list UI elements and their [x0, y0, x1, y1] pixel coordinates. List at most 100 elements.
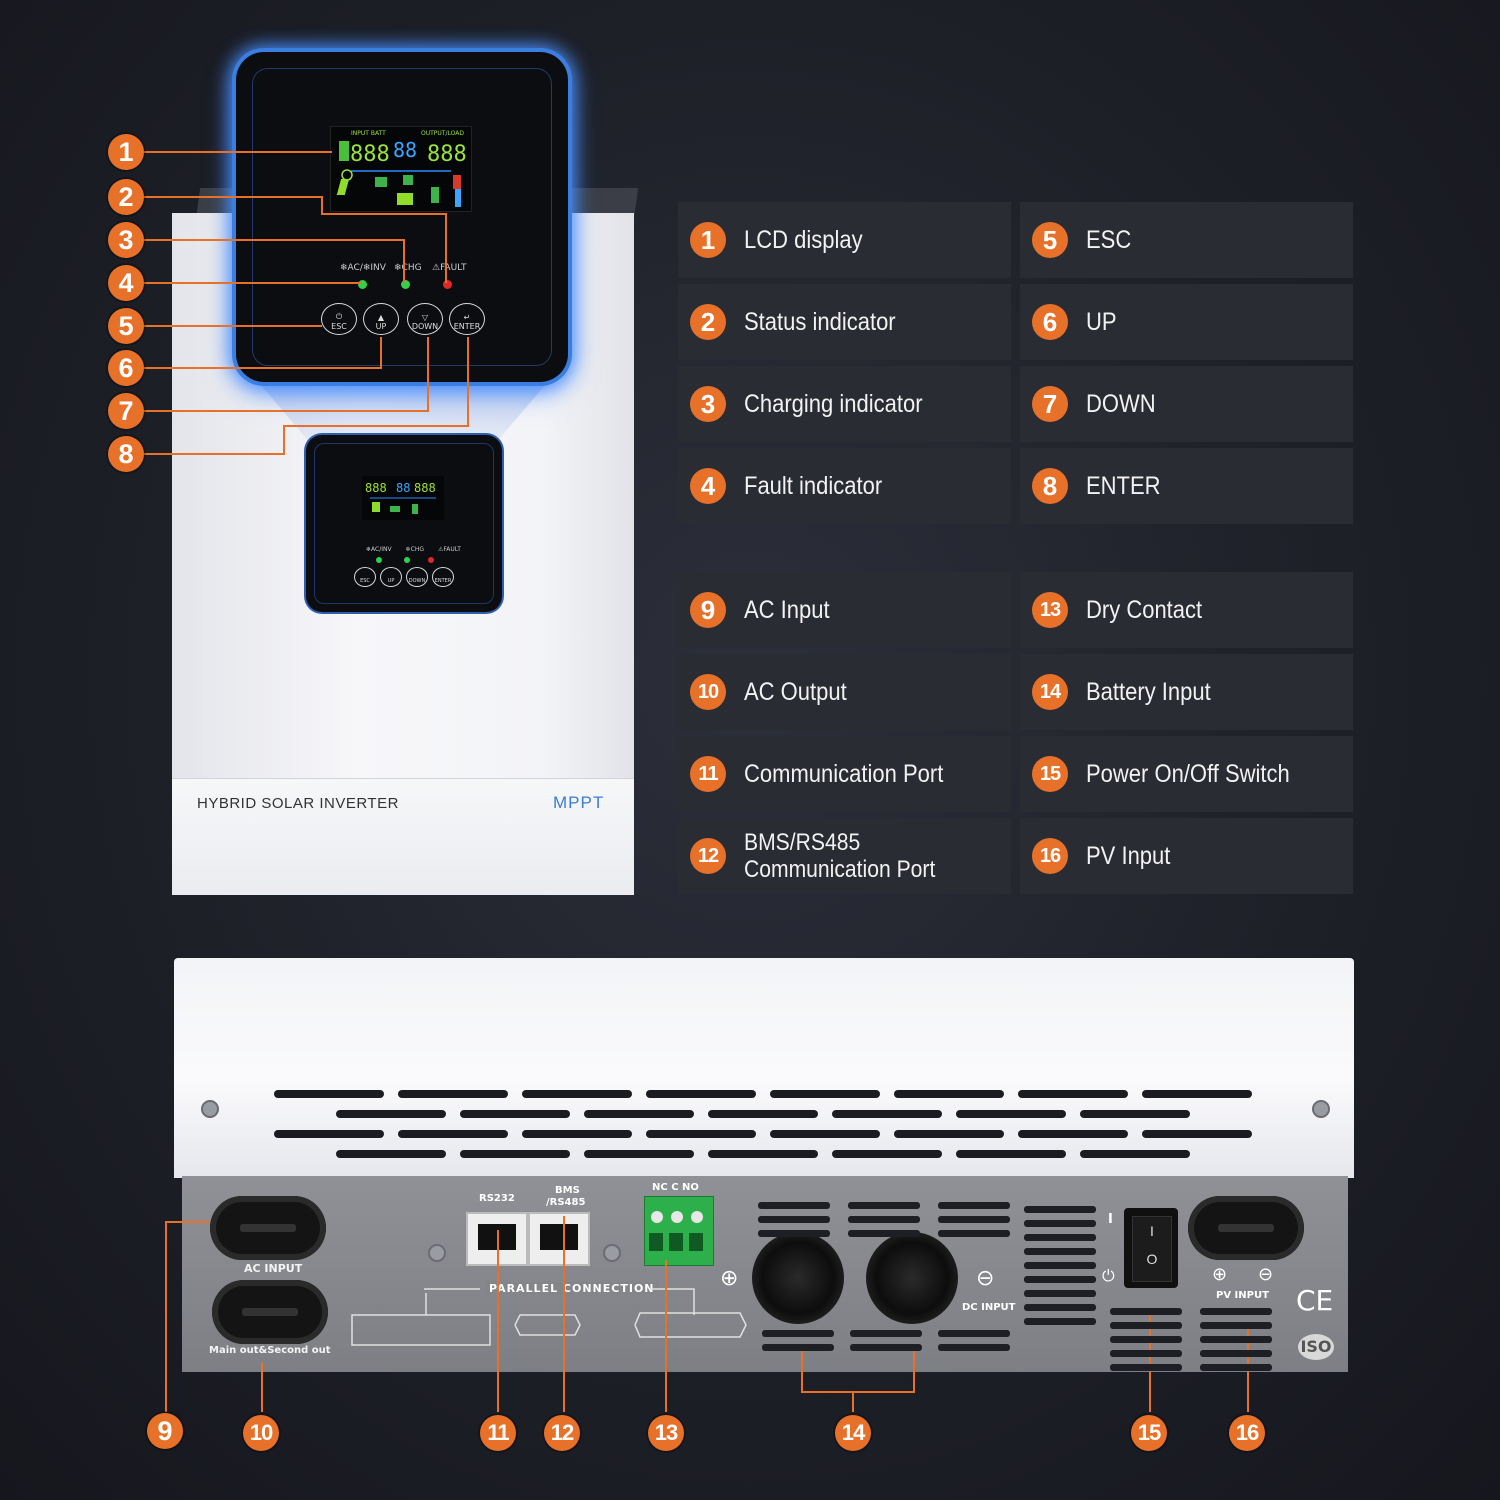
callout-15: 15	[1131, 1415, 1167, 1451]
vent-slot	[522, 1090, 632, 1098]
enter-button[interactable]: ↵ENTER	[449, 303, 485, 335]
callout-4: 4	[108, 265, 144, 301]
vent-slot	[1024, 1276, 1096, 1283]
vent-slot	[460, 1150, 570, 1158]
vent-slot	[1200, 1308, 1272, 1315]
svg-text:88: 88	[396, 481, 410, 495]
vent-slot	[938, 1330, 1010, 1337]
svg-text:OUTPUT/LOAD: OUTPUT/LOAD	[421, 130, 464, 137]
vent-slot	[1024, 1290, 1096, 1297]
rear-cover	[174, 958, 1354, 1178]
svg-text:888: 888	[365, 481, 387, 495]
vent-slot	[1200, 1364, 1272, 1371]
vent-slot	[584, 1110, 694, 1118]
vent-slot	[1024, 1248, 1096, 1255]
front-leader-lines	[144, 151, 469, 455]
vent-slot	[1200, 1336, 1272, 1343]
charging-indicator-led	[401, 280, 410, 289]
svg-text:888: 888	[414, 481, 436, 495]
parallel-connection-label: PARALLEL CONNECTION	[486, 1282, 658, 1295]
vent-slot	[708, 1150, 818, 1158]
screw	[428, 1244, 446, 1262]
callout-14: 14	[835, 1415, 871, 1451]
esc-button-small[interactable]: ESC	[354, 567, 376, 587]
dc-input-label: DC INPUT	[962, 1302, 1016, 1313]
battery-positive-port[interactable]	[752, 1232, 844, 1324]
vent-slot	[758, 1216, 830, 1223]
svg-text:888: 888	[427, 142, 467, 167]
parallel-ports-outline	[351, 1288, 747, 1346]
svg-text:INPUT BATT: INPUT BATT	[351, 130, 386, 137]
vent-slot	[1018, 1090, 1128, 1098]
callout-7: 7	[108, 393, 144, 429]
vent-slot	[1080, 1110, 1190, 1118]
dry-contact-terminal[interactable]	[644, 1196, 714, 1266]
vent-slot	[894, 1090, 1004, 1098]
vent-slot	[1110, 1336, 1182, 1343]
vent-slot	[850, 1344, 922, 1351]
vent-slot	[1024, 1234, 1096, 1241]
enter-button-small[interactable]: ENTER	[432, 567, 454, 587]
bms-label: BMS	[555, 1185, 580, 1196]
vent-slot	[336, 1110, 446, 1118]
screw	[1312, 1100, 1330, 1118]
vent-slot	[398, 1130, 508, 1138]
power-icon: ⏻	[1102, 1266, 1115, 1285]
vent-slot	[758, 1202, 830, 1209]
battery-negative-port[interactable]	[866, 1232, 958, 1324]
vent-slot	[1200, 1322, 1272, 1329]
vent-slot	[1080, 1150, 1190, 1158]
bms-rs485-port[interactable]	[528, 1212, 590, 1266]
indicator-labels: ❄AC/❄AC/INVINV ❄CHG ⚠FAULT	[340, 263, 467, 273]
down-arrow-icon: ▽	[421, 313, 429, 322]
down-button-small[interactable]: DOWN	[406, 567, 428, 587]
vent-slot	[1110, 1322, 1182, 1329]
vent-slot	[274, 1130, 384, 1138]
pv-input-label: PV INPUT	[1216, 1290, 1269, 1301]
pv-plus-icon: ⊕	[1212, 1264, 1228, 1285]
fault-indicator-led	[443, 280, 452, 289]
up-button-small[interactable]: UP	[380, 567, 402, 587]
callout-2: 2	[108, 179, 144, 215]
svg-text:888: 888	[350, 142, 390, 167]
down-button[interactable]: ▽DOWN	[407, 303, 443, 335]
enter-icon: ↵	[463, 313, 471, 322]
callout-16: 16	[1229, 1415, 1265, 1451]
vent-slot	[1142, 1090, 1252, 1098]
inverter-front-base	[172, 778, 634, 895]
vent-slot	[522, 1130, 632, 1138]
rear-leader-lines	[165, 1216, 1249, 1412]
vent-slot	[832, 1110, 942, 1118]
rs232-label: RS232	[479, 1193, 515, 1204]
svg-text:88: 88	[393, 138, 417, 162]
vent-slot	[832, 1150, 942, 1158]
ac-input-label: AC INPUT	[244, 1262, 303, 1275]
up-button[interactable]: ▲UP	[363, 303, 399, 335]
vent-slot	[770, 1130, 880, 1138]
vent-slot	[762, 1344, 834, 1351]
vent-slot	[274, 1090, 384, 1098]
charging-led-small	[404, 557, 410, 563]
vent-slot	[758, 1230, 830, 1237]
lcd-display: INPUT BATT OUTPUT/LOAD 888 88 888	[330, 126, 472, 212]
vent-slot	[1142, 1130, 1252, 1138]
pv-input-grommet	[1188, 1196, 1304, 1260]
vent-slot	[850, 1330, 922, 1337]
iso-mark: ISO	[1298, 1334, 1334, 1360]
vent-slot	[848, 1216, 920, 1223]
vent-slot	[1024, 1262, 1096, 1269]
vent-slot	[938, 1230, 1010, 1237]
vent-slot	[1110, 1350, 1182, 1357]
ce-mark: CE	[1296, 1284, 1334, 1317]
esc-button[interactable]: ⏻ESC	[321, 303, 357, 335]
vent-slot	[956, 1110, 1066, 1118]
